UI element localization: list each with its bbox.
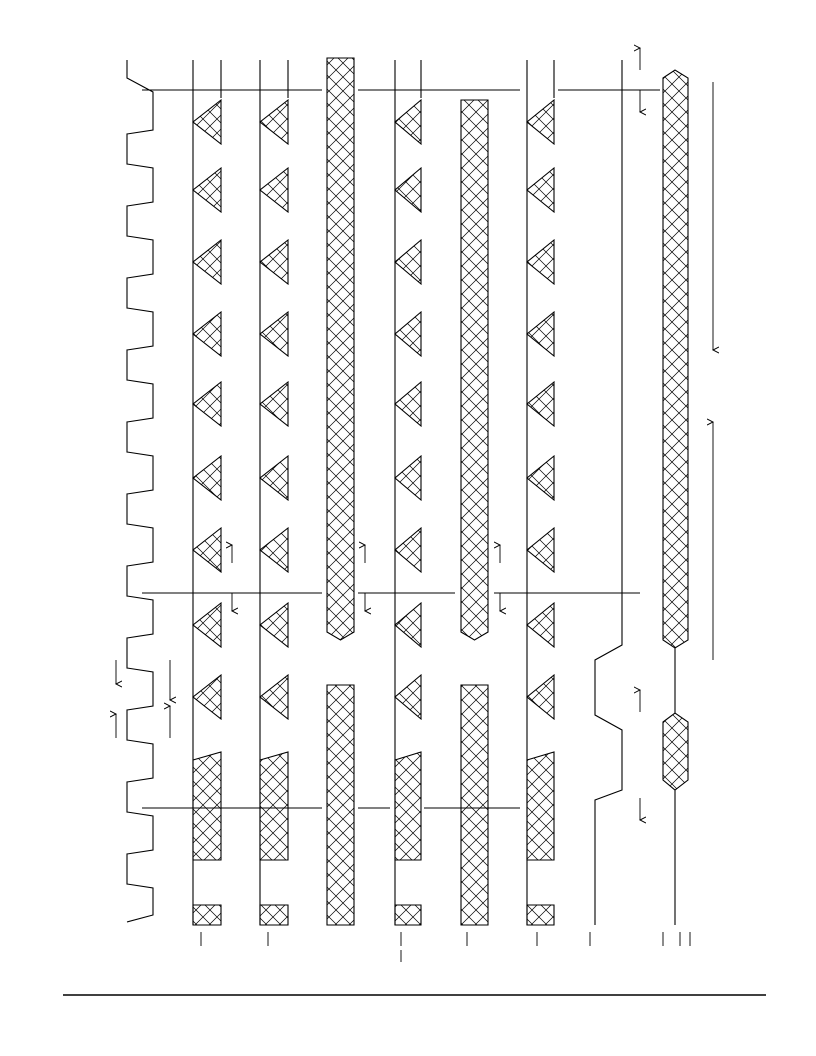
bus-a-changing-cell-2: [193, 240, 221, 284]
lines-layer: [127, 60, 675, 925]
bus-c-valid-span: [327, 58, 354, 640]
bus-d-changing-cell-3: [395, 312, 421, 356]
bus-f-changing-cell-4: [527, 382, 554, 426]
clock-waveform: [127, 60, 153, 922]
bus-f-changing-cell-2: [527, 240, 554, 284]
bus-a-changing-cell-5: [193, 456, 221, 500]
bus-f-late-region: [527, 752, 554, 860]
bus-d-changing-cell-0: [395, 100, 421, 144]
bus-d-changing-cell-8: [395, 675, 421, 719]
data-window-lower: [663, 713, 688, 790]
bus-e-valid-span: [461, 100, 488, 640]
bus-a-changing-cell-7: [193, 603, 221, 647]
bus-f-changing-cell-3: [527, 312, 554, 356]
bus-b-tail-cell: [260, 905, 288, 925]
bus-d-late-region: [395, 752, 421, 860]
bus-d-changing-cell-2: [395, 240, 421, 284]
bus-f-changing-cell-5: [527, 456, 554, 500]
bus-f-changing-cell-6: [527, 528, 554, 572]
bus-b-changing-cell-6: [260, 528, 288, 572]
bus-d-changing-cell-1: [395, 168, 421, 212]
bus-b-changing-cell-7: [260, 603, 288, 647]
bus-b-changing-cell-4: [260, 382, 288, 426]
bus-f-changing-cell-1: [527, 168, 554, 212]
data-window-upper: [663, 70, 688, 648]
bus-d-changing-cell-5: [395, 456, 421, 500]
bus-d-tail-cell: [395, 905, 421, 925]
bus-a-changing-cell-4: [193, 382, 221, 426]
bus-a-changing-cell-3: [193, 312, 221, 356]
bus-b-changing-cell-1: [260, 168, 288, 212]
annotation-layer: [116, 48, 713, 962]
bus-e-lower-span: [461, 685, 488, 925]
bus-d-changing-cell-6: [395, 528, 421, 572]
bus-d-changing-cell-7: [395, 603, 421, 647]
bus-b-changing-cell-3: [260, 312, 288, 356]
control-strobe-waveform: [595, 60, 622, 925]
bus-a-changing-cell-6: [193, 528, 221, 572]
fills-layer: [193, 58, 688, 925]
bus-b-changing-cell-5: [260, 456, 288, 500]
bus-a-changing-cell-0: [193, 100, 221, 144]
bus-a-tail-cell: [193, 905, 221, 925]
bus-f-tail-cell: [527, 905, 554, 925]
bus-d-changing-cell-4: [395, 382, 421, 426]
bus-a-changing-cell-1: [193, 168, 221, 212]
bus-c-lower-span: [327, 685, 354, 925]
bus-f-changing-cell-7: [527, 603, 554, 647]
bus-f-changing-cell-8: [527, 675, 554, 719]
bus-f-changing-cell-0: [527, 100, 554, 144]
bus-a-changing-cell-8: [193, 675, 221, 719]
bus-b-changing-cell-0: [260, 100, 288, 144]
bus-b-late-region: [260, 752, 288, 860]
bus-b-changing-cell-2: [260, 240, 288, 284]
bus-b-changing-cell-8: [260, 675, 288, 719]
bus-a-late-region: [193, 752, 221, 860]
